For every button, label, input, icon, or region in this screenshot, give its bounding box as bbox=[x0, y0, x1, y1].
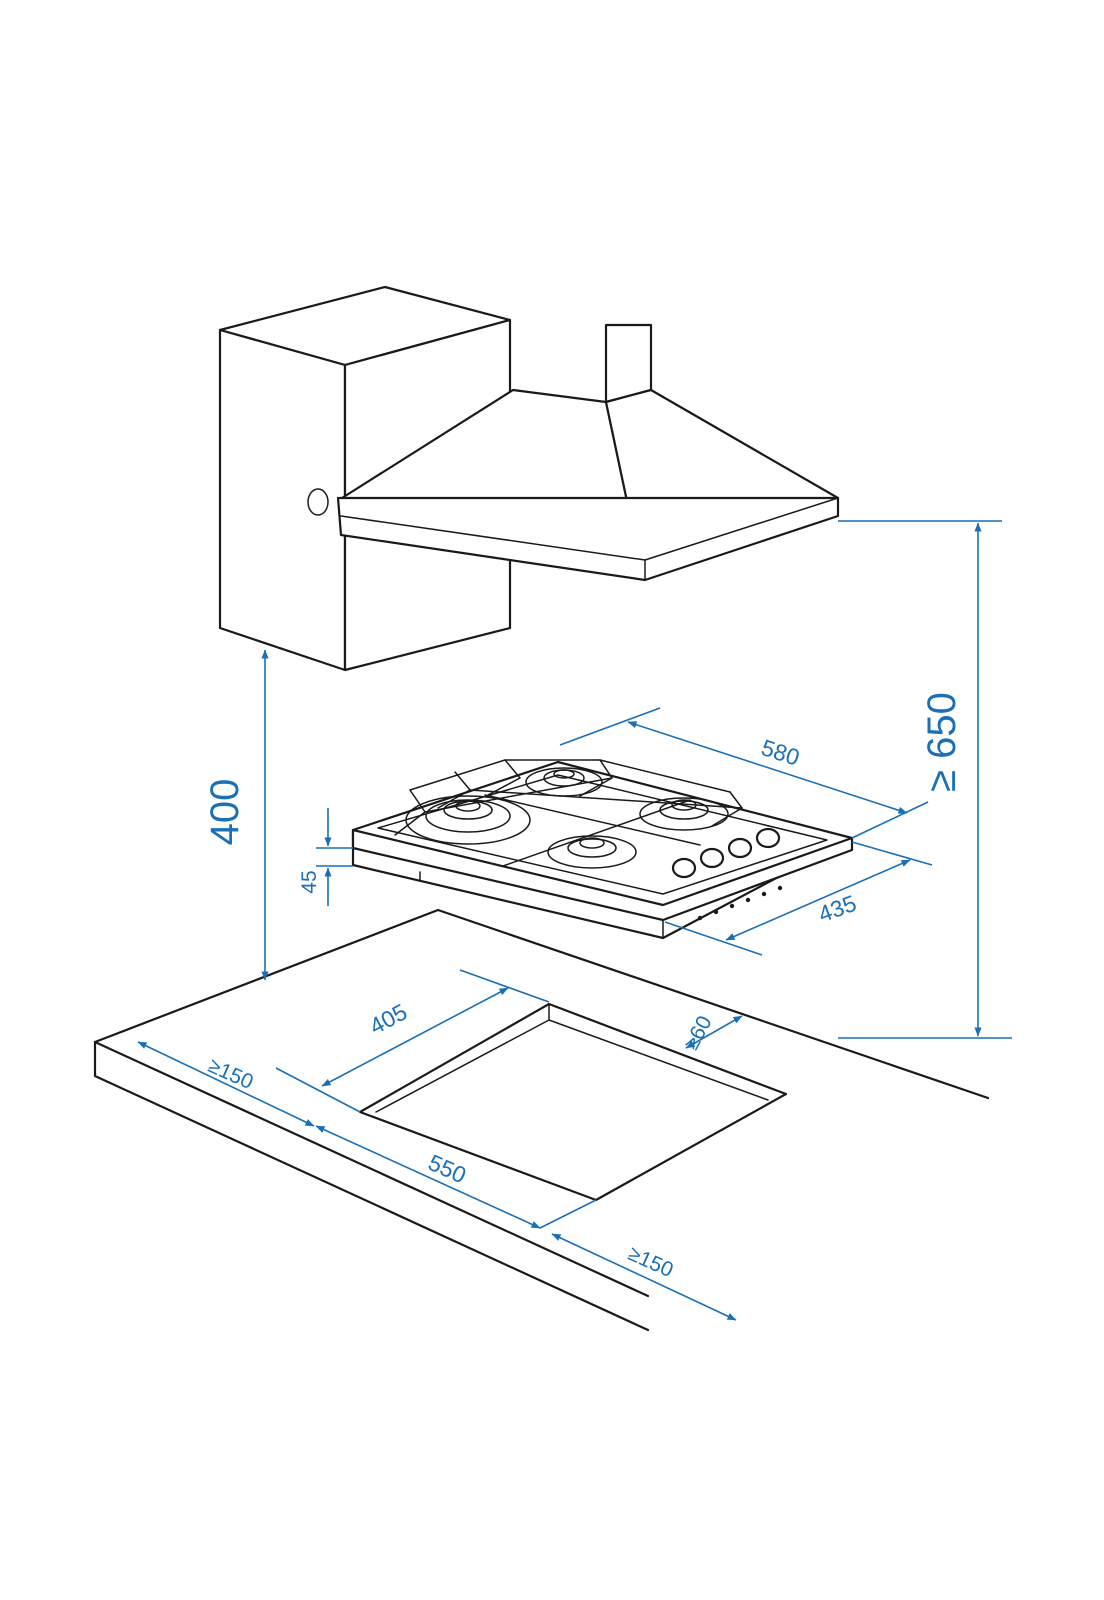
control-knobs bbox=[671, 827, 781, 879]
chimney-hood bbox=[336, 323, 840, 582]
dim-cutout-width-label: 550 bbox=[424, 1149, 470, 1188]
dim-wall-unit-height-label: 400 bbox=[203, 779, 247, 846]
dim-back-clearance: ≥60 bbox=[680, 1012, 743, 1054]
burner-rear-middle bbox=[525, 767, 603, 797]
dim-wall-unit-height: 400 bbox=[203, 649, 269, 981]
dim-hob-width-label: 580 bbox=[758, 734, 803, 771]
cabinet-knob bbox=[307, 488, 329, 516]
dim-left-clearance: ≥150 bbox=[137, 1041, 315, 1127]
burner-wok bbox=[405, 795, 531, 845]
burner-front-middle bbox=[547, 835, 637, 869]
dim-hood-height: ≥ 650 bbox=[838, 520, 1012, 1039]
dim-hob-depth-label: 435 bbox=[815, 890, 860, 928]
dim-left-clearance-label: ≥150 bbox=[205, 1054, 257, 1094]
gas-hob bbox=[351, 759, 854, 940]
cutout bbox=[358, 1002, 788, 1202]
knob-3 bbox=[727, 837, 753, 859]
dim-cutout-width: 550 bbox=[315, 1125, 597, 1229]
knob-4 bbox=[755, 827, 781, 849]
dim-hob-height: 45 bbox=[298, 808, 353, 906]
dim-right-clearance-label: ≥150 bbox=[625, 1242, 677, 1282]
dim-hood-height-label: ≥ 650 bbox=[920, 692, 964, 792]
knob-1 bbox=[671, 857, 697, 879]
dim-hob-height-label: 45 bbox=[298, 870, 321, 893]
worktop bbox=[93, 908, 990, 1332]
dim-right-clearance: ≥150 bbox=[551, 1233, 737, 1321]
dim-cutout-depth-label: 405 bbox=[365, 998, 411, 1039]
knob-2 bbox=[699, 847, 725, 869]
dim-back-clearance-label: ≥60 bbox=[680, 1012, 717, 1054]
